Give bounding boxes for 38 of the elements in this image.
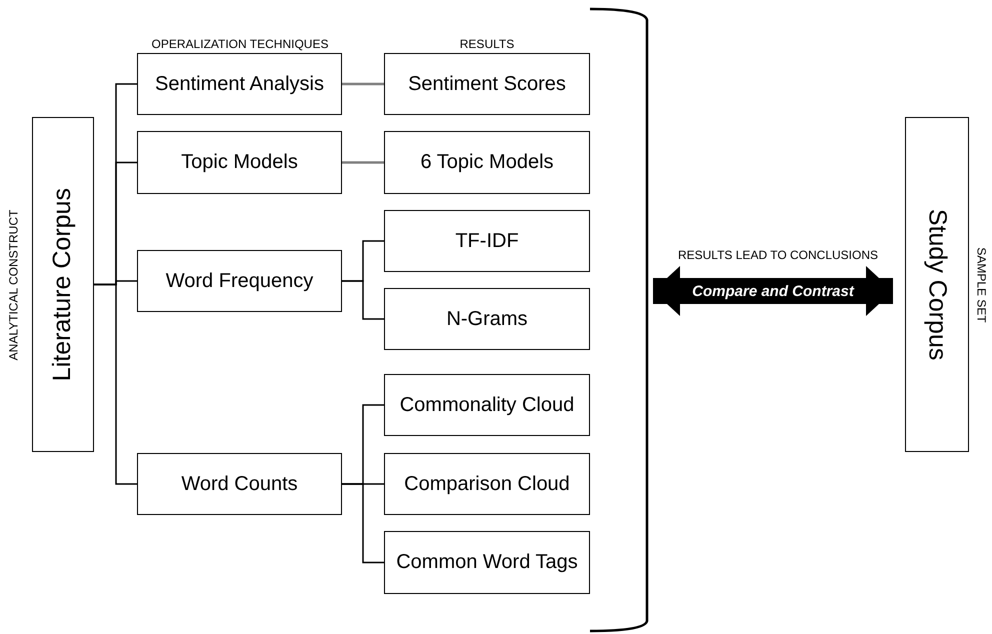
connector-line <box>342 161 384 164</box>
box-text: Topic Models <box>180 150 299 175</box>
column-header: RESULTS <box>460 36 514 53</box>
process-box <box>384 210 590 272</box>
column-header: OPERALIZATION TECHNIQUES <box>152 36 328 53</box>
box-text: Word Counts <box>180 472 299 496</box>
box-text: Sentiment Scores <box>407 72 567 96</box>
process-box <box>384 531 590 594</box>
connector-line <box>342 82 384 86</box>
process-box <box>384 288 590 350</box>
axis-caption: ANALYTICAL CONSTRUCT <box>5 210 21 360</box>
process-box <box>384 453 590 515</box>
box-title: Literature Corpus <box>47 188 78 382</box>
box-title: Study Corpus <box>922 208 953 360</box>
box-text: Sentiment Analysis <box>154 72 325 96</box>
box-text: Common Word Tags <box>395 550 579 575</box>
process-box <box>137 131 342 194</box>
process-box <box>137 53 342 115</box>
bracket <box>588 7 650 634</box>
process-box <box>384 374 590 436</box>
corpus-box <box>905 117 969 452</box>
axis-caption: SAMPLE SET <box>974 247 990 323</box>
connector-line <box>94 284 137 485</box>
process-box <box>137 453 342 515</box>
box-text: TF-IDF <box>454 228 520 254</box>
process-box <box>384 53 590 115</box>
box-text: 6 Topic Models <box>419 150 555 175</box>
connector-line <box>342 483 384 564</box>
column-header: RESULTS LEAD TO CONCLUSIONS <box>678 247 878 264</box>
box-text: Commonality Cloud <box>398 392 576 418</box>
box-text: Word Frequency <box>164 268 314 294</box>
connector-line <box>342 280 384 320</box>
corpus-box <box>32 117 94 452</box>
double-arrow <box>653 266 893 316</box>
box-text: Comparison Cloud <box>403 472 571 496</box>
process-box <box>137 250 342 312</box>
box-text: N-Grams <box>445 306 529 332</box>
process-box <box>384 131 590 194</box>
